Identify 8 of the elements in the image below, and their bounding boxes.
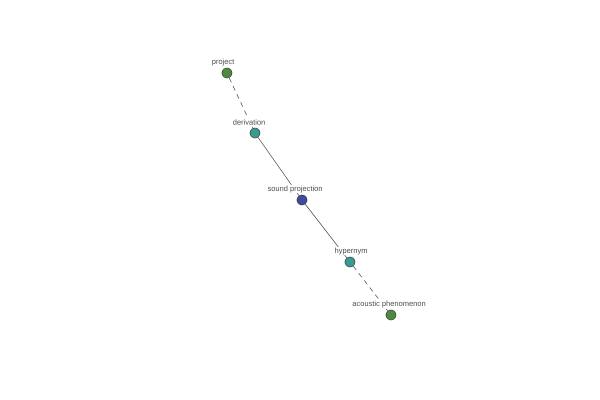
connector-line [258,137,300,196]
node-dot [296,194,308,206]
connector-line [229,78,253,128]
node-dot [250,128,260,138]
node-dot [222,68,232,78]
node-dot [386,310,396,320]
node-dot [344,256,356,268]
connector-line [353,266,388,312]
